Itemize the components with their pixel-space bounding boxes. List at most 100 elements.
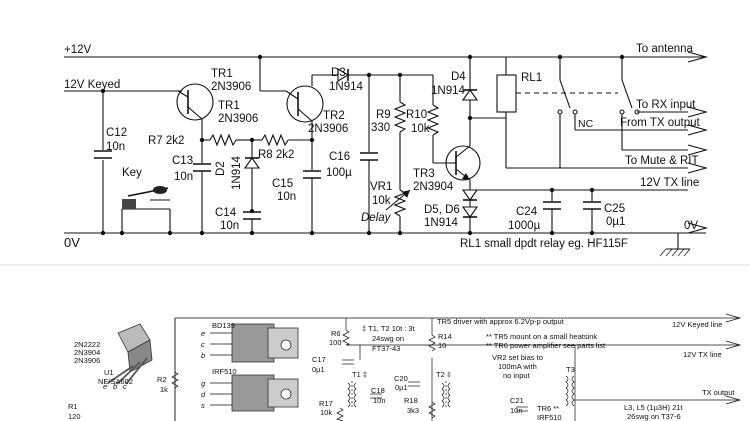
irf510-pin-d: d	[201, 390, 206, 399]
tr1-type: 2N3906	[218, 113, 258, 125]
tr6-type: IRF510	[537, 413, 562, 421]
c16-value: 100µ	[326, 167, 352, 179]
l-note-1: L3, L5 (1µ3H) 21t	[624, 403, 683, 412]
keyed-line-label: 12V Keyed line	[672, 320, 722, 329]
tx-line-label-lower: 12V TX line	[683, 350, 722, 359]
d3-diode	[334, 68, 400, 82]
tr-type-1: 2N2222	[74, 340, 100, 349]
vr1-label: VR1	[370, 181, 392, 193]
c17-label: C17	[312, 355, 326, 364]
r9-value: 330	[371, 122, 390, 134]
c16-label: C16	[329, 151, 350, 163]
tr1-transistor	[176, 83, 214, 140]
tr6-label: TR6 **	[537, 404, 559, 413]
d5-d6-diodes	[461, 189, 479, 236]
parts-note: ** TR6 power amplifier see parts list	[486, 341, 606, 350]
irf510-label: IRF510	[212, 367, 237, 376]
rl1-relay-contacts	[505, 54, 688, 169]
bd139-pin-c: c	[201, 340, 205, 349]
c24-value: 1000µ	[508, 220, 541, 232]
c25-label: C25	[604, 203, 625, 215]
vr1-value: 10k	[372, 195, 391, 207]
r2-value: 1k	[160, 385, 168, 394]
tr2-transistor	[257, 54, 334, 140]
c25-value: 0µ1	[606, 216, 625, 228]
irf510-package	[210, 374, 299, 412]
r8-resistor	[249, 133, 315, 147]
tr-type-2: 2N3904	[74, 348, 100, 357]
c15-label: C15	[272, 178, 293, 190]
vr2-note-3: no input	[503, 371, 531, 380]
r6-value: 100	[329, 338, 342, 347]
c24-capacitor	[470, 187, 688, 236]
tr1-name: TR1	[218, 100, 240, 112]
irf510-pin-s: s	[201, 401, 205, 410]
r10-resistor	[400, 74, 452, 164]
pin-c: c	[123, 382, 127, 391]
bd139-pin-b: b	[201, 351, 205, 360]
r2-label: R2	[157, 375, 167, 384]
to-rx-input-label: To RX input	[636, 99, 696, 111]
d4-label: D4	[451, 71, 466, 83]
c16-capacitor	[360, 72, 378, 236]
tr3-transistor	[445, 118, 481, 190]
d4-diode	[461, 54, 479, 121]
c13-capacitor	[193, 140, 211, 236]
d3-label: D3	[331, 67, 346, 79]
c21-label: C21	[510, 396, 524, 405]
ground-symbol	[659, 233, 691, 257]
tx-line-label: 12V TX line	[640, 177, 699, 189]
tr5-note: TR5 driver with approx 6.2Vp-p output	[437, 317, 565, 326]
zero-v-right-label: 0V	[684, 220, 698, 232]
c25-capacitor	[583, 187, 601, 236]
to-mute-rit-label: To Mute & RIT	[625, 155, 699, 167]
r10-label: R10	[406, 109, 427, 121]
r14-label: R14	[438, 332, 452, 341]
r1-label: R1	[68, 402, 78, 411]
bd139-label: BD139	[212, 321, 235, 330]
t-note-1: ‡ T1, T2 10t : 3t	[362, 324, 416, 333]
to92-package	[107, 323, 153, 385]
t-note-3: FT37-43	[372, 344, 400, 353]
to-antenna-label: To antenna	[636, 43, 694, 55]
t1-label: T1 ‡	[352, 370, 367, 379]
vr1-potentiometer	[385, 189, 411, 236]
rl1-relay-coil	[470, 56, 618, 119]
rl1-label: RL1	[521, 72, 542, 84]
relay-note: RL1 small dpdt relay eg. HF115F	[460, 238, 628, 250]
lower-components	[171, 329, 528, 421]
d5-d6-label: D5, D6	[424, 204, 460, 216]
r18-label: R18	[404, 396, 418, 405]
transformer-t2	[441, 381, 451, 409]
c20-label: C20	[394, 374, 408, 383]
r7-resistor	[199, 133, 252, 147]
c24-label: C24	[516, 206, 538, 218]
c12-value: 10n	[106, 141, 125, 153]
c14-value: 10n	[220, 220, 239, 232]
vr2-note-2: 100mA with	[498, 362, 537, 371]
lower-arrows	[725, 313, 742, 405]
c18-value: 10n	[373, 396, 386, 405]
c12-capacitor	[94, 88, 112, 236]
d2-diode	[243, 140, 261, 213]
t-note-2: 24swg on	[372, 334, 404, 343]
c17-value: 0µ1	[312, 365, 325, 374]
d3-type: 1N914	[329, 81, 363, 93]
bd139-package	[210, 323, 299, 363]
c14-capacitor	[243, 211, 261, 236]
d5-d6-type: 1N914	[424, 217, 458, 229]
r9-label: R9	[376, 109, 391, 121]
transformer-t3	[565, 375, 575, 407]
tr1-top-name: TR1	[211, 68, 233, 80]
r7-label: R7 2k2	[148, 135, 184, 147]
d4-type: 1N914	[431, 85, 465, 97]
tr3-name: TR3	[413, 168, 435, 180]
pin-b: b	[113, 382, 117, 391]
key-label: Key	[122, 167, 142, 179]
c21-value: 10n	[510, 406, 523, 415]
tr3-type: 2N3904	[413, 181, 454, 193]
c18-label: C18	[371, 386, 385, 395]
r6-label: R6	[331, 329, 341, 338]
vr1-delay-label: Delay	[361, 212, 392, 224]
